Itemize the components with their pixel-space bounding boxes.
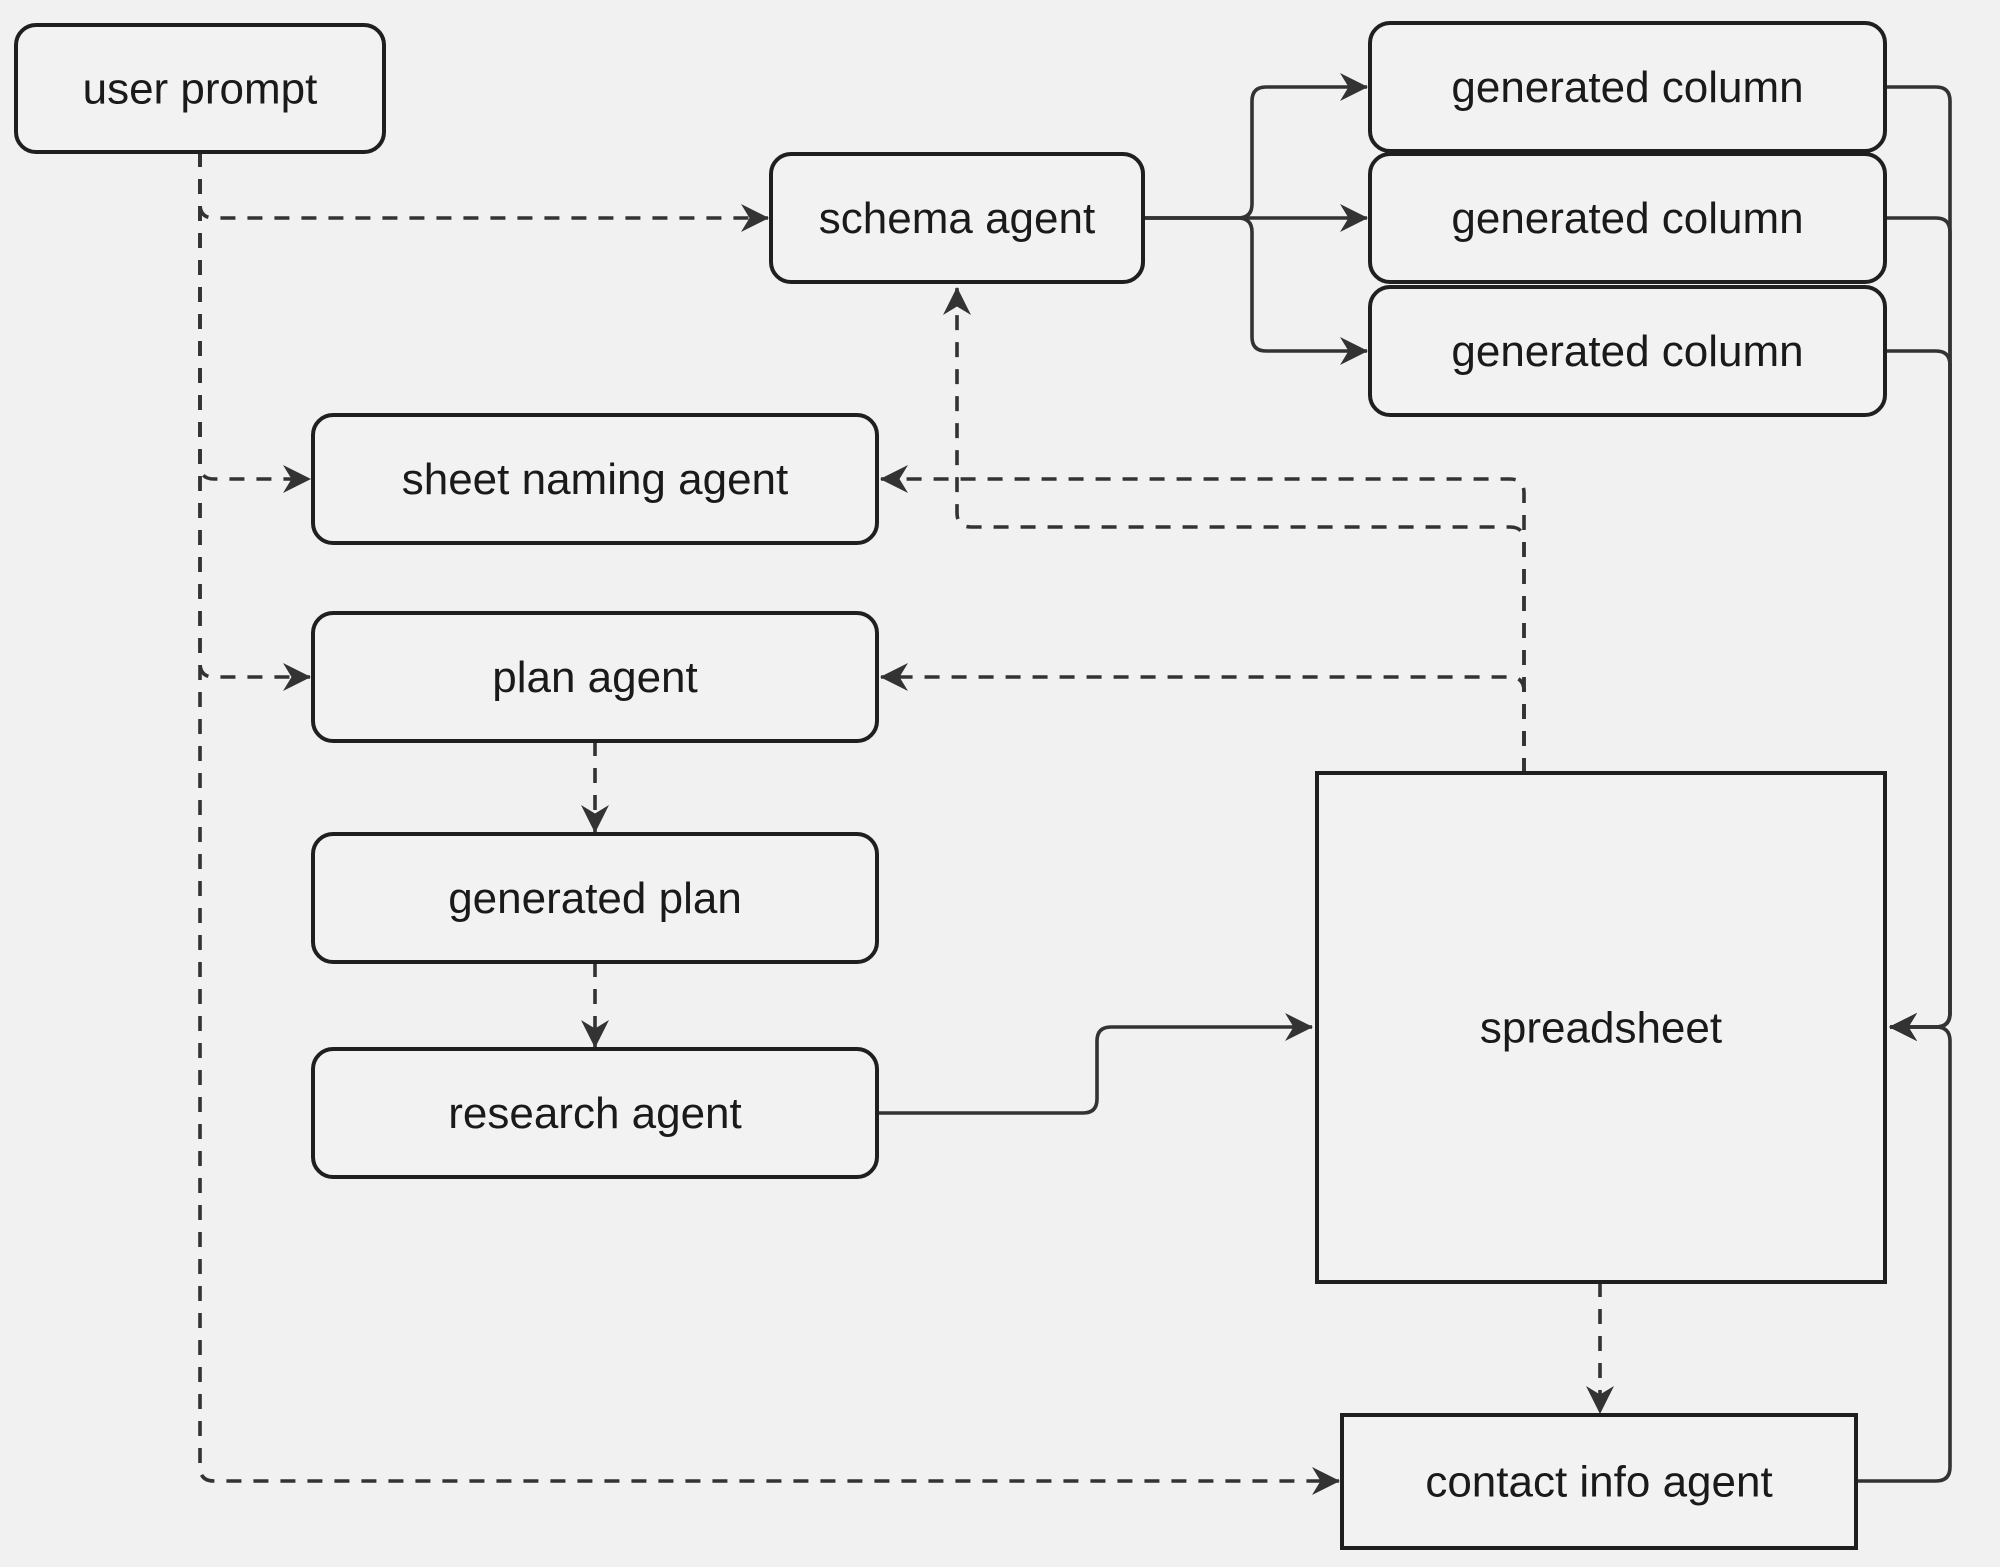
edge-user-prompt-to-schema-agent xyxy=(198,152,769,232)
node-contact-info-agent: contact info agent xyxy=(1340,1413,1858,1550)
node-plan-agent: plan agent xyxy=(311,611,879,743)
node-spreadsheet-box xyxy=(1315,771,1887,1284)
edge-generated-column-3-to-spreadsheet xyxy=(1885,349,1952,1041)
node-user-prompt-label: user prompt xyxy=(83,65,318,114)
node-plan-agent-label: plan agent xyxy=(492,653,698,702)
edge-generated-column-1-to-spreadsheet xyxy=(1885,85,1952,1041)
edge-spreadsheet-to-plan-agent xyxy=(880,663,1526,773)
edge-user-prompt-to-plan-agent xyxy=(198,152,311,691)
node-user-prompt: user prompt xyxy=(14,23,386,154)
node-schema-agent-box xyxy=(769,152,1145,284)
node-sheet-naming-agent-box xyxy=(311,413,879,545)
edge-user-prompt-to-sheet-naming-agent xyxy=(198,152,311,493)
node-contact-info-agent-box xyxy=(1340,1413,1858,1550)
node-generated-column-1-label: generated column xyxy=(1451,63,1803,112)
node-research-agent-label: research agent xyxy=(448,1089,742,1138)
node-schema-agent: schema agent xyxy=(769,152,1145,284)
node-spreadsheet-label: spreadsheet xyxy=(1480,1004,1722,1053)
edge-spreadsheet-to-sheet-naming-agent xyxy=(880,465,1526,773)
node-sheet-naming-agent-label: sheet naming agent xyxy=(402,455,789,504)
node-generated-column-3-label: generated column xyxy=(1451,327,1803,376)
edge-research-agent-to-spreadsheet xyxy=(877,1013,1313,1115)
edge-schema-agent-to-generated-column-3 xyxy=(1143,216,1368,365)
node-plan-agent-box xyxy=(311,611,879,743)
node-generated-column-3: generated column xyxy=(1368,285,1887,417)
node-generated-column-2-box xyxy=(1368,152,1887,284)
edge-spreadsheet-to-schema-agent xyxy=(943,287,1526,773)
node-contact-info-agent-label: contact info agent xyxy=(1425,1458,1772,1507)
edge-user-prompt-to-contact-info-agent xyxy=(198,152,1340,1495)
node-generated-column-2: generated column xyxy=(1368,152,1887,284)
node-generated-plan-box xyxy=(311,832,879,964)
node-user-prompt-box xyxy=(14,23,386,154)
node-research-agent: research agent xyxy=(311,1047,879,1179)
node-generated-column-1-box xyxy=(1368,21,1887,153)
node-generated-plan-label: generated plan xyxy=(448,874,742,923)
node-generated-column-3-box xyxy=(1368,285,1887,417)
edge-generated-column-2-to-spreadsheet xyxy=(1885,216,1952,1041)
node-schema-agent-label: schema agent xyxy=(819,194,1095,243)
node-research-agent-box xyxy=(311,1047,879,1179)
node-generated-column-2-label: generated column xyxy=(1451,194,1803,243)
edge-schema-agent-to-generated-column-1 xyxy=(1143,73,1368,220)
node-sheet-naming-agent: sheet naming agent xyxy=(311,413,879,545)
node-generated-column-1: generated column xyxy=(1368,21,1887,153)
node-generated-plan: generated plan xyxy=(311,832,879,964)
edge-contact-info-agent-to-spreadsheet xyxy=(1856,1013,1952,1483)
node-spreadsheet: spreadsheet xyxy=(1315,771,1887,1284)
